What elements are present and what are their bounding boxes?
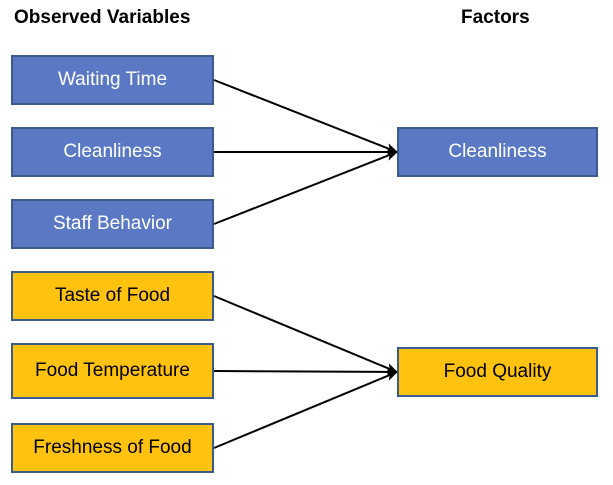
arrow-freshness-of-food-to-factor [213, 371, 398, 449]
observed-box-freshness-of-food: Freshness of Food [11, 423, 214, 473]
arrow-food-temperature-to-factor [213, 366, 398, 377]
observed-box-food-temperature: Food Temperature [11, 343, 214, 399]
observed-box-waiting-time: Waiting Time [11, 55, 214, 105]
observed-box-taste-of-food: Taste of Food [11, 271, 214, 321]
arrow-taste-of-food-to-factor [213, 295, 398, 373]
observed-variables-heading: Observed Variables [14, 7, 191, 28]
factor-box-food-quality: Food Quality [397, 347, 598, 397]
arrow-waiting-time-to-factor [213, 79, 398, 153]
arrow-staff-behavior-to-factor [213, 151, 398, 225]
factor-box-cleanliness: Cleanliness [397, 127, 598, 177]
factors-heading: Factors [461, 7, 530, 28]
observed-box-staff-behavior: Staff Behavior [11, 199, 214, 249]
observed-box-cleanliness: Cleanliness [11, 127, 214, 177]
